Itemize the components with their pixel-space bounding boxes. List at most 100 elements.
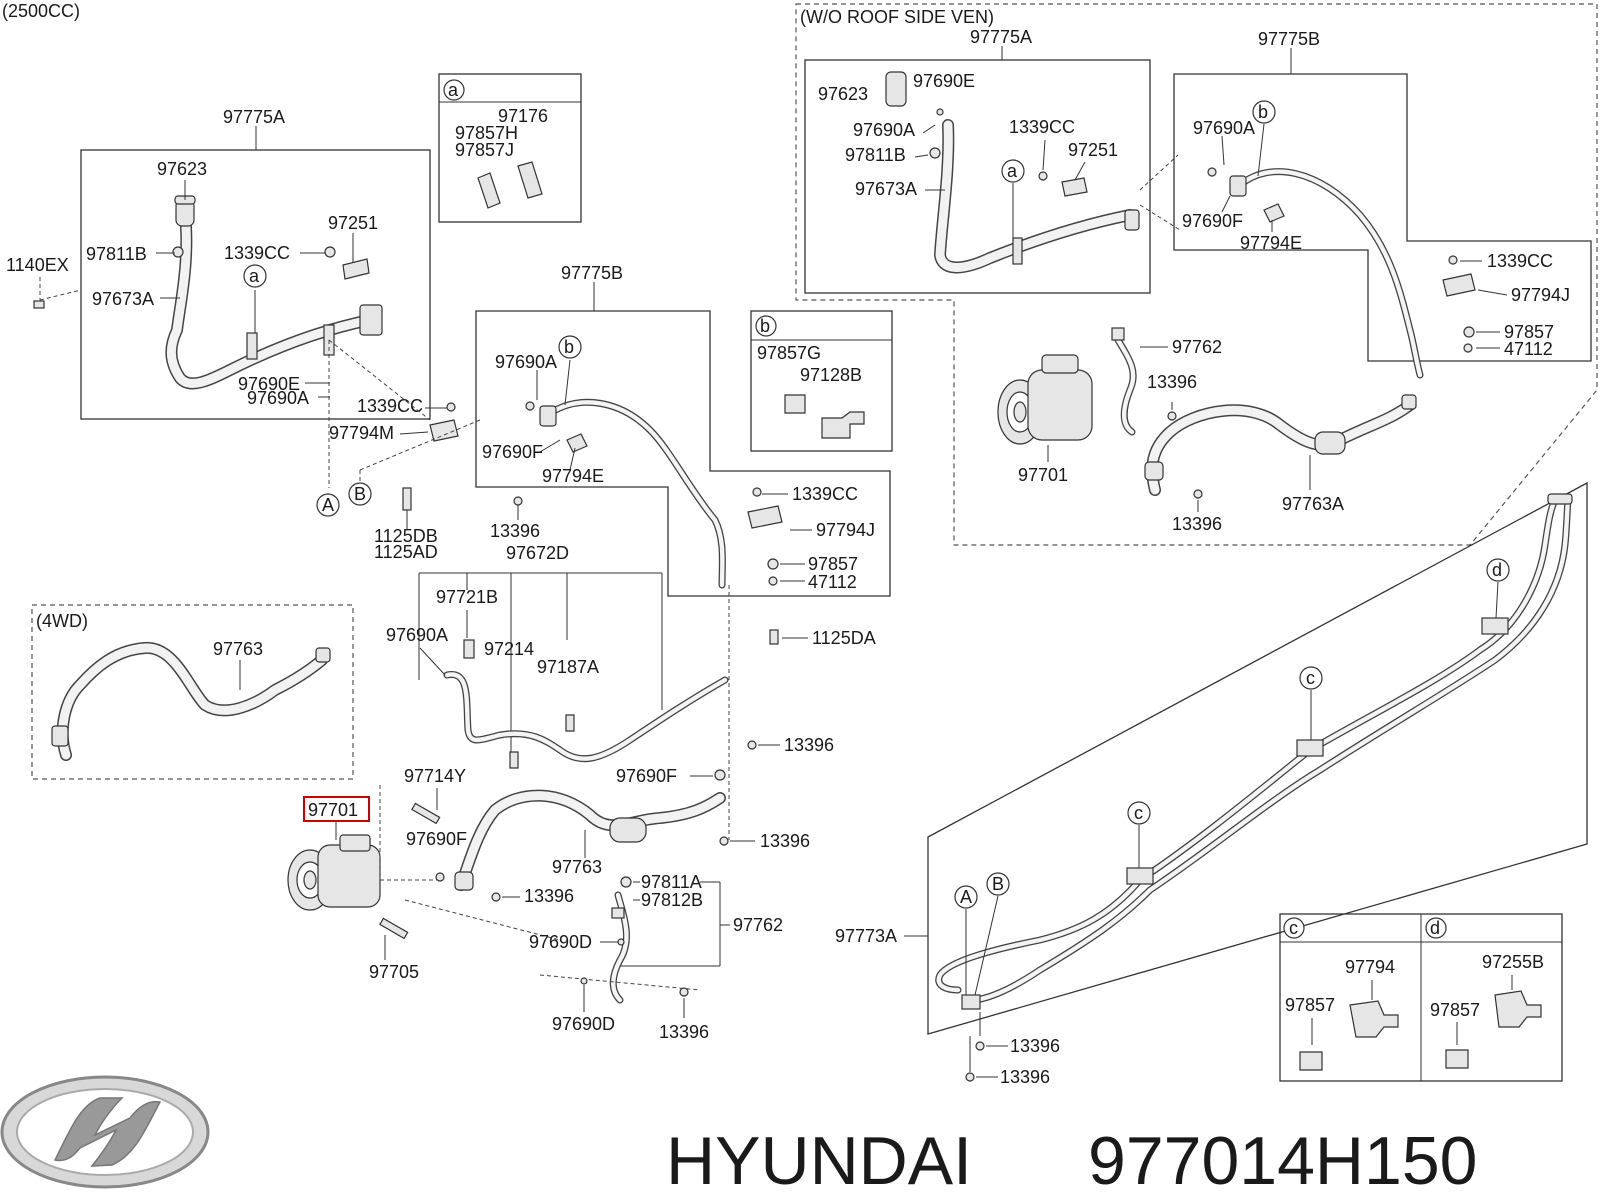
label-97255b: 97255B [1482,952,1544,972]
label-97187a: 97187A [537,657,599,677]
group-97763-hose: 97763 13396 [454,789,726,906]
label-13396-b: 13396 [784,735,834,755]
label-wo-97701: 97701 [1018,465,1068,485]
label-wo-97690e: 97690E [913,71,975,91]
label-97762-main: 97762 [733,915,783,935]
label-97128b: 97128B [800,365,862,385]
label-97714y: 97714Y [404,766,466,786]
group-97775a: 97775A a 97623 97811B 97673A 1339CC 9725… [80,107,431,420]
circle-c-2: c [1306,668,1315,688]
label-97690d-1: 97690D [529,932,592,952]
group-97762: 97811A 97812B 97762 97690D 97690D 13396 [529,872,783,1042]
label-97812b: 97812B [641,890,703,910]
detail-a-marker: a [448,80,459,100]
brand-name: HYUNDAI [666,1123,972,1199]
detail-box-c-d: c d 97794 97857 97255B 97857 [1279,913,1563,1082]
label-97721b: 97721B [436,587,498,607]
group-97775b: 97775B b 97690A 97690F 97794E 1339CC 977… [475,263,891,597]
brand-footer: HYUNDAI 977014H150 [0,1075,1477,1199]
label-97705: 97705 [369,962,419,982]
label-1125ad: 1125AD [374,542,438,562]
label-13396-a: 13396 [490,521,540,541]
label-wo-97775a: 97775A [970,27,1032,47]
label-wo-roof: (W/O ROOF SIDE VEN) [800,7,994,27]
label-97811b: 97811B [86,244,147,264]
circle-b-97775b: b [564,337,574,357]
label-wo-97811b: 97811B [845,145,906,165]
label-1140ex: 1140EX [6,255,69,275]
group-1140ex: 1140EX [6,255,82,309]
group-4wd: (4WD) 97763 [31,604,354,780]
group-bracket-left: 1339CC 97794M A B 1125DB 1125AD 13396 [316,339,540,562]
label-wo-97857: 97857 [1504,322,1554,342]
label-97773a: 97773A [835,926,897,946]
label-wo-1339cc-b: 1339CC [1487,251,1553,271]
label-wo-97763a: 97763A [1282,494,1344,514]
part-number-highlight [303,796,370,822]
label-wo-47112: 47112 [1504,339,1553,359]
label-97857h: 97857H [455,123,518,143]
label-97690f-comp: 97690F [406,829,467,849]
label-97251-left: 97251 [328,213,378,233]
label-97672d: 97672D [506,543,569,563]
circle-a-right: A [960,887,972,907]
label-1125db: 1125DB [374,526,438,546]
label-97690a-mid: 97690A [495,352,557,372]
label-97794e-mid: 97794E [542,466,604,486]
label-97690f-mid: 97690F [482,442,543,462]
label-97857-d: 97857 [1430,1000,1480,1020]
label-97176: 97176 [498,106,548,126]
label-wo-97623: 97623 [818,84,868,104]
label-97763-4wd: 97763 [213,639,263,659]
label-47112-mid: 47112 [808,572,857,592]
label-97690a-d: 97690A [386,625,448,645]
label-wo-97794e: 97794E [1240,233,1302,253]
label-97794j-mid: 97794J [816,520,875,540]
detail-b-marker: b [760,316,770,336]
circle-d: d [1492,560,1502,580]
label-wo-1339cc-a: 1339CC [1009,117,1075,137]
group-compressor: 97701 97714Y 97690F 97705 [287,766,561,982]
detail-c-marker: c [1289,918,1298,938]
label-wo-97794j: 97794J [1511,285,1570,305]
compressor-body [317,844,381,908]
label-97690a-left: 97690A [247,388,309,408]
label-97690e-left: 97690E [238,374,300,394]
label-13396-d: 13396 [524,886,574,906]
label-4wd: (4WD) [36,611,88,631]
circle-a-wo: a [1007,161,1018,181]
label-1339cc-left: 1339CC [224,243,290,263]
label-wo-97762: 97762 [1172,337,1222,357]
label-97857g: 97857G [757,343,821,363]
circle-b-right: B [992,874,1004,894]
label-97857-c: 97857 [1285,995,1335,1015]
label-wo-13396-b: 13396 [1172,514,1222,534]
label-97857j: 97857J [455,140,514,160]
label-wo-97690a: 97690A [853,120,915,140]
label-97673a: 97673A [92,289,154,309]
hyundai-logo [0,1075,210,1189]
circle-b-left: B [354,484,366,504]
label-13396-f: 13396 [1010,1036,1060,1056]
label-13396-e: 13396 [659,1022,709,1042]
label-13396-g: 13396 [1000,1067,1050,1087]
group-97773a: 97773A c c d A B 13396 13396 [835,481,1588,1087]
label-97701: 97701 [308,800,358,820]
label-wo-97690a-b: 97690A [1193,118,1255,138]
label-97775b-title: 97775B [561,263,623,283]
detail-d-marker: d [1430,918,1440,938]
label-97690d-2: 97690D [552,1014,615,1034]
label-1339cc-mid: 1339CC [792,484,858,504]
part-number: 977014H150 [1088,1123,1477,1199]
label-97214: 97214 [484,639,534,659]
label-1125da: 1125DA [812,628,876,648]
detail-box-a: a 97176 97857H 97857J [438,73,582,223]
label-97763-main: 97763 [552,857,602,877]
label-1339cc-bracket: 1339CC [357,396,423,416]
label-wo-97690f: 97690F [1182,211,1243,231]
label-wo-97673a: 97673A [855,179,917,199]
label-97690f-lower: 97690F [616,766,677,786]
label-97794: 97794 [1345,957,1395,977]
detail-box-b: b 97857G 97128B [750,310,893,452]
